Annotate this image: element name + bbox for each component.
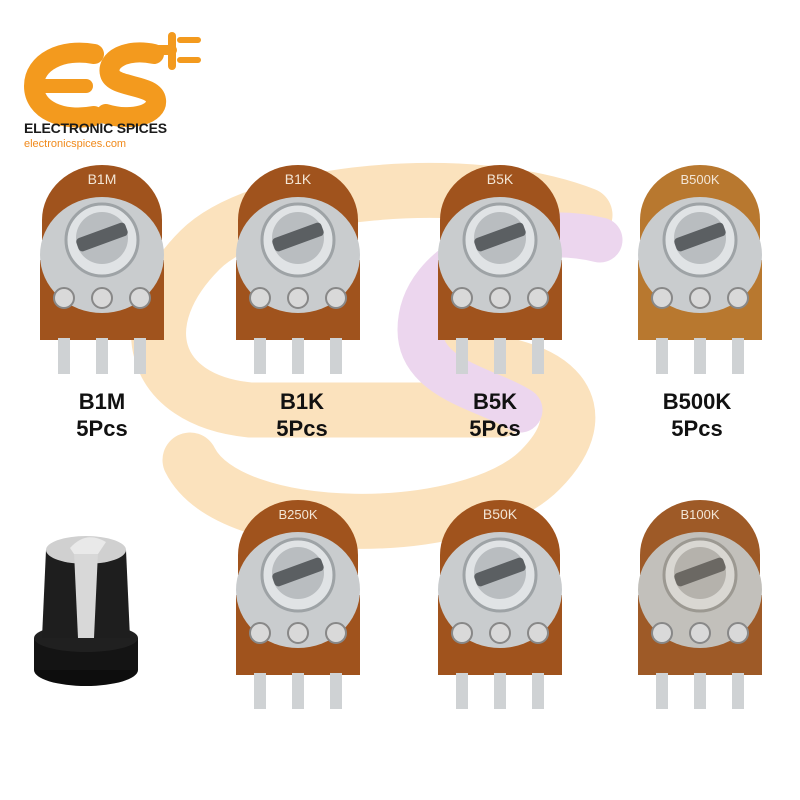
- caption-label: B500K: [662, 389, 732, 414]
- marking: B100K: [680, 507, 719, 522]
- potentiometer-icon: B250K: [236, 500, 360, 709]
- caption-b1m: B1M 5Pcs: [32, 388, 172, 442]
- marking: B50K: [483, 506, 518, 522]
- marking: B500K: [680, 172, 719, 187]
- potentiometer-icon: B100K: [638, 500, 762, 709]
- potentiometer-icon: B5K: [438, 165, 562, 374]
- marking: B1K: [285, 171, 312, 187]
- caption-b500k: B500K 5Pcs: [627, 388, 767, 442]
- brand-name: ELECTRONIC SPICES: [24, 120, 167, 136]
- potentiometer-icon: B50K: [438, 500, 562, 709]
- potentiometer-b100k: B100K: [630, 495, 770, 715]
- caption-qty: 5Pcs: [671, 416, 723, 441]
- brand-url: electronicspices.com: [24, 138, 127, 150]
- marking: B250K: [278, 507, 317, 522]
- caption-qty: 5Pcs: [76, 416, 128, 441]
- caption-b1k: B1K 5Pcs: [232, 388, 372, 442]
- potentiometer-b500k: B500K: [630, 160, 770, 380]
- caption-label: B1K: [279, 389, 324, 414]
- caption-label: B5K: [472, 389, 517, 414]
- potentiometer-b1m: B1M: [32, 160, 172, 380]
- brand-logo: [23, 32, 201, 128]
- marking: B1M: [88, 171, 117, 187]
- marking: B5K: [487, 171, 514, 187]
- potentiometer-icon: B1M: [40, 165, 164, 374]
- potentiometer-b250k: B250K: [228, 495, 368, 715]
- caption-label: B1M: [78, 389, 126, 414]
- caption-qty: 5Pcs: [276, 416, 328, 441]
- caption-qty: 5Pcs: [469, 416, 521, 441]
- caption-b5k: B5K 5Pcs: [425, 388, 565, 442]
- potentiometer-knob-icon: [34, 536, 138, 686]
- potentiometer-icon: B1K: [236, 165, 360, 374]
- potentiometer-b1k: B1K: [228, 160, 368, 380]
- potentiometer-icon: B500K: [638, 165, 762, 374]
- potentiometer-b5k: B5K: [430, 160, 570, 380]
- potentiometer-b50k: B50K: [430, 495, 570, 715]
